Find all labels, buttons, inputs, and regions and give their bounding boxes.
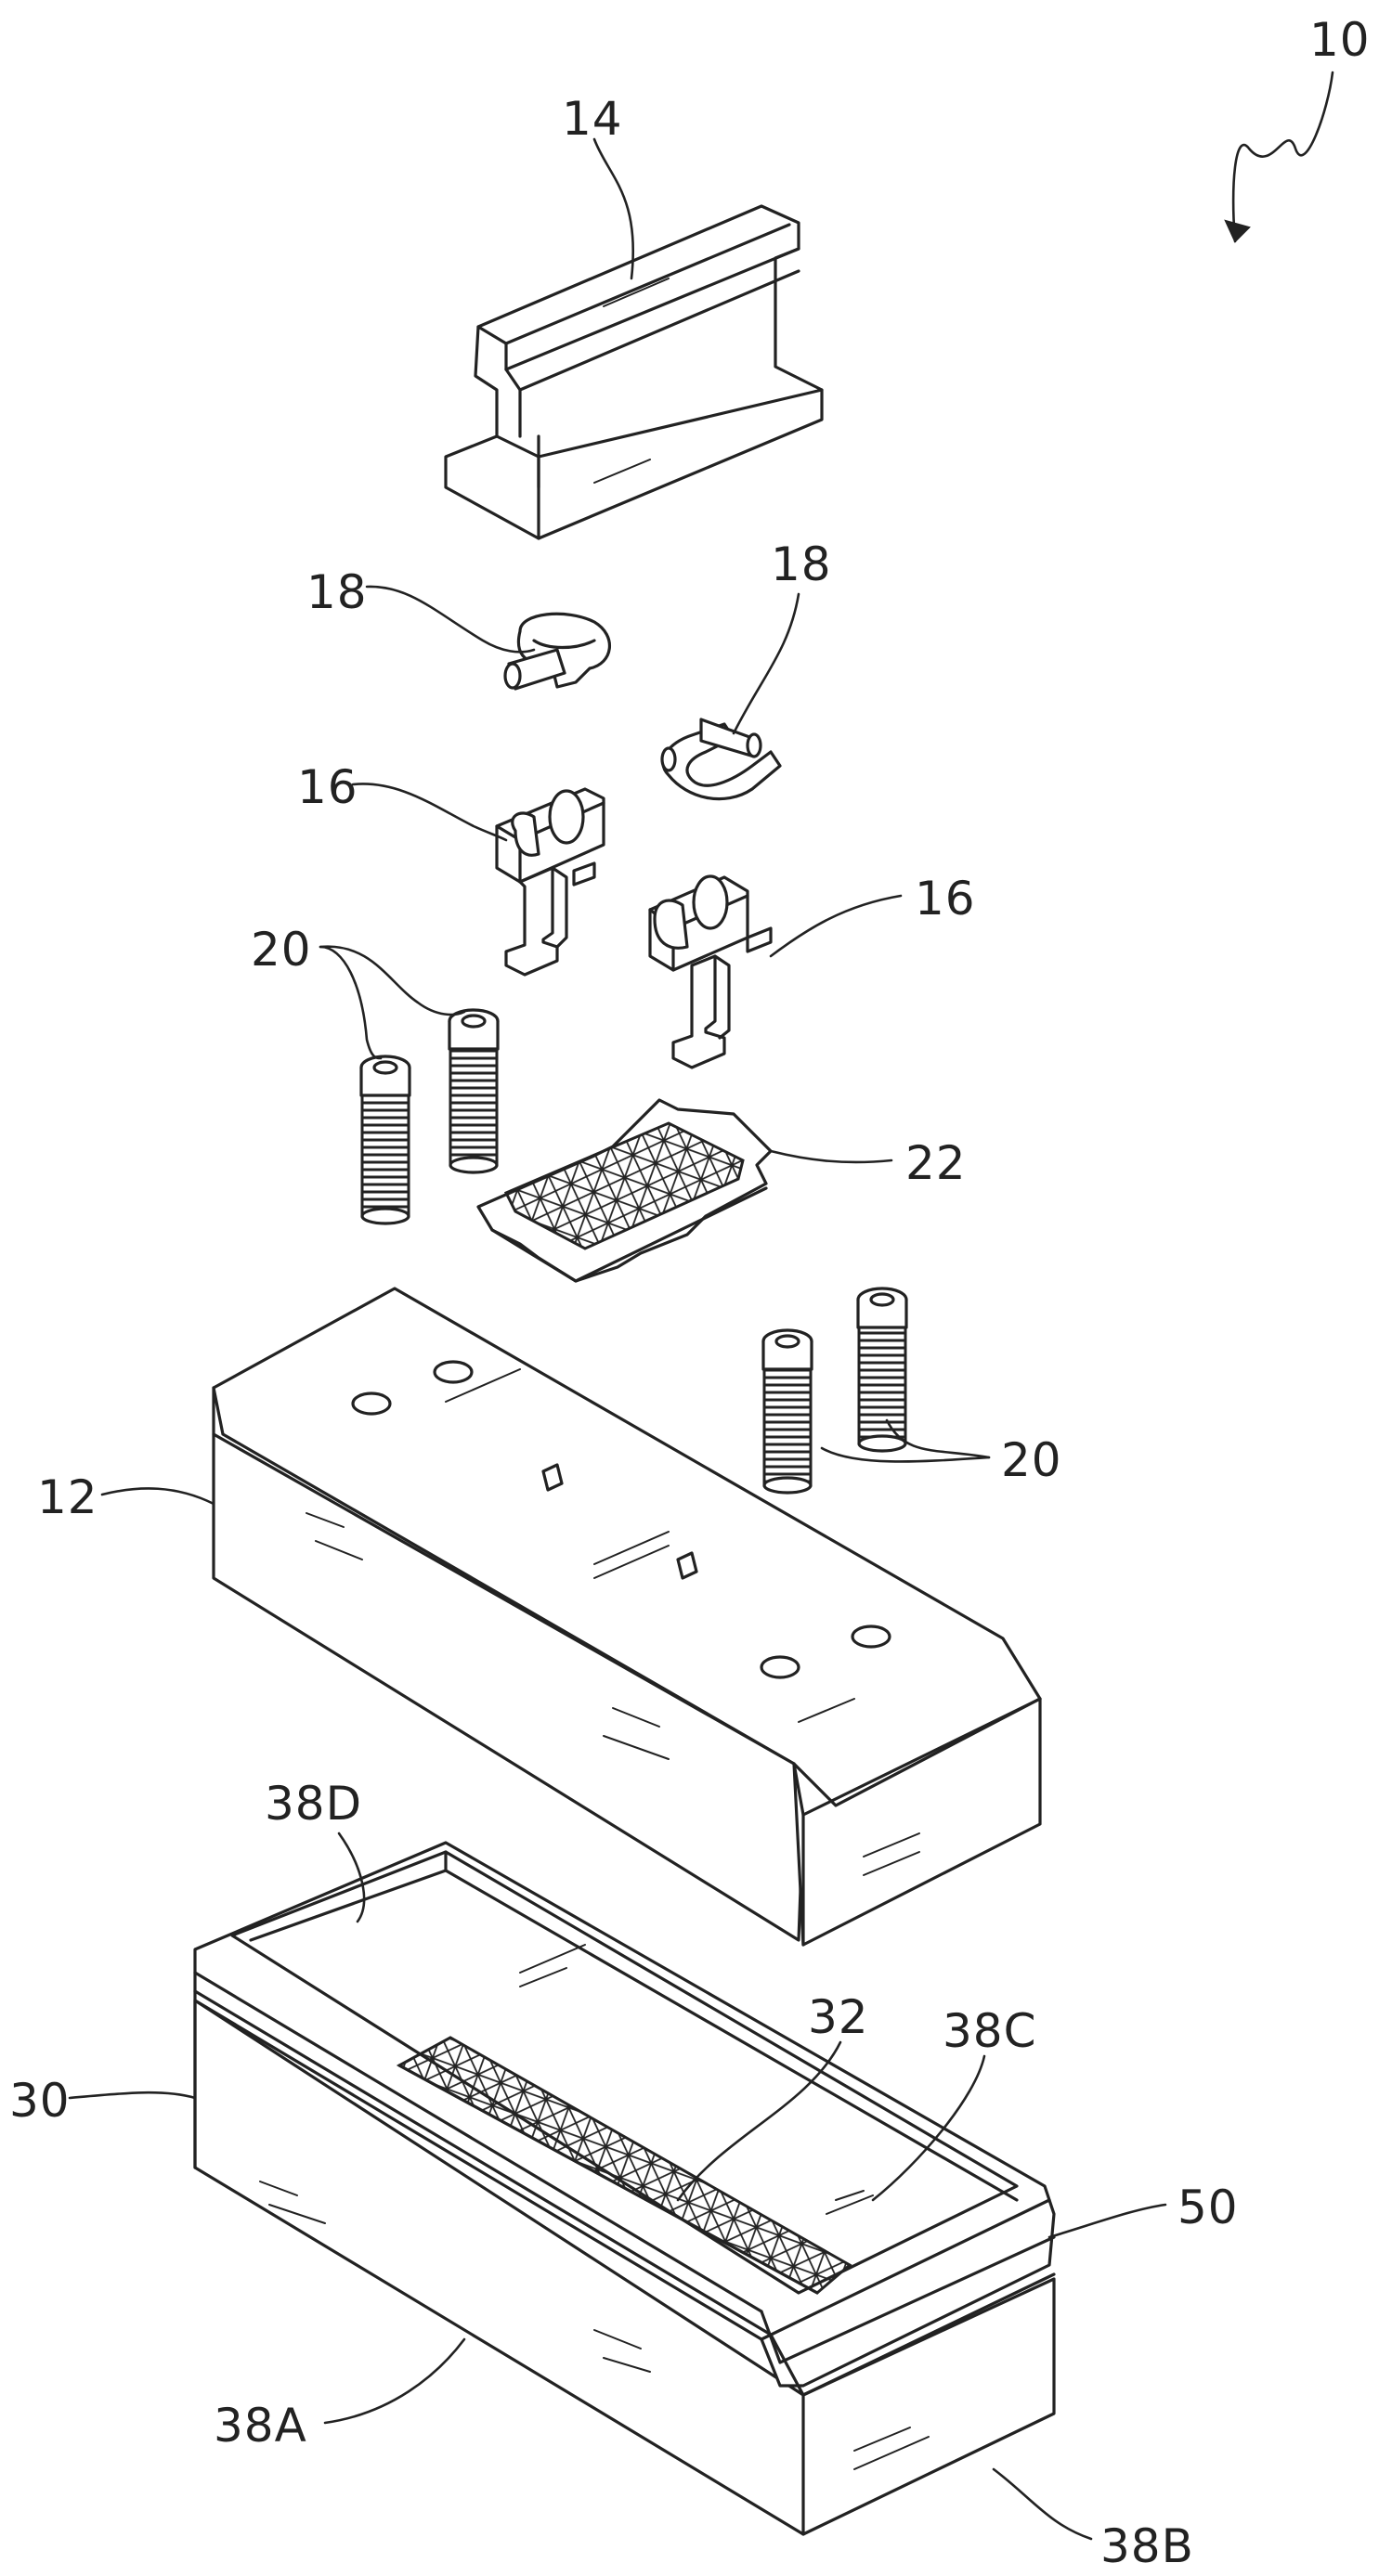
label-pad: 22 — [905, 1136, 967, 1190]
label-wall-far-end: 38D — [265, 1777, 362, 1831]
label-anchor-right: 16 — [915, 872, 976, 926]
container: 38D 30 32 38C 50 38A 38B — [9, 1777, 1239, 2573]
label-mesh-floor: 32 — [808, 1990, 869, 2044]
clip-right: 18 — [662, 537, 832, 799]
assembly-reference: 10 — [1226, 13, 1371, 241]
anchor-right: 16 — [650, 872, 976, 1068]
clip-left: 18 — [306, 565, 609, 689]
label-wall-front: 38A — [214, 2399, 307, 2453]
label-bolts-upper: 20 — [251, 923, 312, 977]
rail: 14 — [446, 92, 822, 538]
bolt-lower-a — [763, 1330, 812, 1493]
label-rim: 50 — [1177, 2181, 1239, 2234]
bolts-upper-label: 20 — [251, 923, 464, 1058]
bolt-upper-b — [449, 1010, 498, 1172]
label-rail: 14 — [562, 92, 623, 146]
label-container: 30 — [9, 2074, 71, 2128]
anchor-left: 16 — [297, 760, 604, 975]
label-wall-back: 38C — [943, 2004, 1037, 2058]
pad: 22 — [478, 1100, 967, 1281]
bolt-lower-b — [858, 1288, 906, 1451]
label-sleeper: 12 — [37, 1470, 98, 1524]
label-wall-end: 38B — [1100, 2519, 1194, 2573]
label-clip-left: 18 — [306, 565, 368, 619]
bolt-upper-a — [361, 1056, 410, 1223]
label-anchor-left: 16 — [297, 760, 358, 814]
label-clip-right: 18 — [771, 537, 832, 591]
label-assembly: 10 — [1309, 13, 1371, 67]
label-bolts-lower: 20 — [1001, 1433, 1062, 1487]
